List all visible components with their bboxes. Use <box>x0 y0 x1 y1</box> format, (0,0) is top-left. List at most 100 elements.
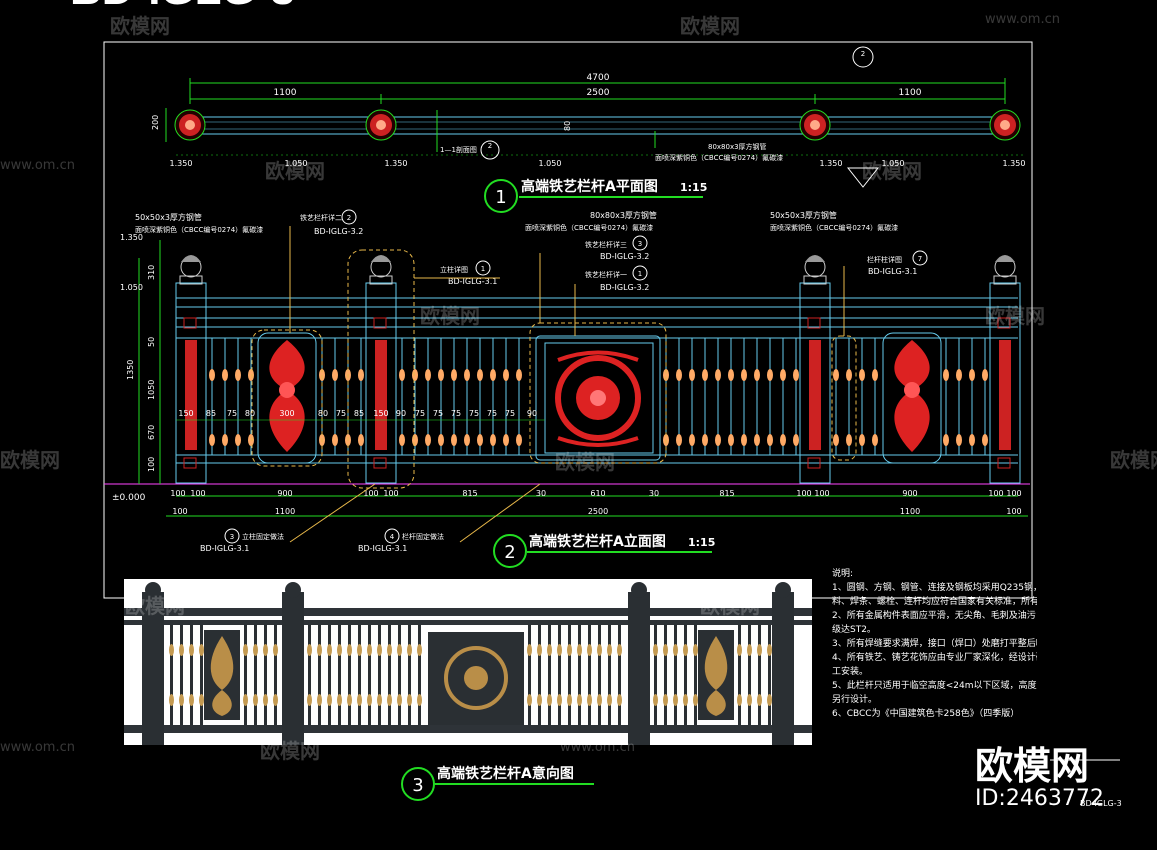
sketch-baluster <box>547 625 552 725</box>
bar-dim-label: 75 <box>451 409 461 418</box>
baluster <box>872 338 878 455</box>
watermark-url-3: www.om.cn <box>420 596 495 611</box>
watermark-brand-11: 欧模网 <box>700 594 760 618</box>
svg-text:立柱详图: 立柱详图 <box>440 265 468 274</box>
sketch-baluster <box>357 625 362 725</box>
elev-level-2: 1.050 <box>120 283 143 292</box>
sketch-title: 高端铁艺栏杆A意向图 <box>437 765 574 782</box>
bottom-dim-label: 100 <box>1006 489 1021 498</box>
elev-vdim-50: 50 <box>147 337 156 347</box>
elevation-title-scale: 1:15 <box>688 536 715 549</box>
sketch-baluster <box>347 625 352 725</box>
baluster <box>358 338 364 455</box>
sketch-baluster <box>179 625 184 725</box>
svg-text:立柱固定做法: 立柱固定做法 <box>242 532 284 541</box>
elev-left-paint: 面喷深紫铜色（CBCC编号0274）氟碳漆 <box>135 225 263 234</box>
elev-right-pipe: 50x50x3厚方钢管 <box>770 210 837 220</box>
plan-level-3: 1.350 <box>385 159 408 168</box>
plan-total-dim: 4700 <box>587 73 610 83</box>
watermark-brand-4: 欧模网 <box>862 159 922 183</box>
sketch-baluster <box>337 625 342 725</box>
bar-dim-label: 80 <box>245 409 255 418</box>
bottom-dim-label: 100 <box>363 489 378 498</box>
notes-line-10: 6、CBCC为《中国建筑色卡258色》（四季版） <box>832 709 1020 719</box>
sketch-baluster <box>767 625 772 725</box>
baluster <box>767 338 773 455</box>
baluster <box>728 338 734 455</box>
baluster <box>859 338 865 455</box>
svg-text:铁艺栏杆详一: 铁艺栏杆详一 <box>585 270 627 279</box>
svg-text:1: 1 <box>638 270 642 278</box>
elev-mid-pipe: 80x80x3厚方钢管 <box>590 210 657 220</box>
elev-level-1: 1.350 <box>120 233 143 242</box>
plan-title-circle <box>484 179 518 213</box>
sketch-baluster <box>199 625 204 725</box>
plan-post-4 <box>989 109 1021 141</box>
baluster <box>846 338 852 455</box>
baluster <box>451 338 457 455</box>
sketch-title-circle <box>401 767 435 801</box>
bottom-dim-label: 900 <box>902 489 917 498</box>
sketch-baluster <box>169 625 174 725</box>
sketch-baluster <box>367 625 372 725</box>
baluster <box>399 338 405 455</box>
watermark-brand-5: 欧模网 <box>420 304 480 328</box>
bottom-dim-label: 2500 <box>588 507 608 516</box>
brand-id: ID:2463772 <box>975 786 1104 811</box>
svg-text:BD-IGLG-3.2: BD-IGLG-3.2 <box>600 252 649 261</box>
plan-top-marker <box>852 46 874 68</box>
bottom-dim-label: 1100 <box>900 507 920 516</box>
bottom-dim-label: 100 <box>170 489 185 498</box>
notes-line-2: 料、焊条、螺栓、连杆均应符合国家有关标准，所有钢材均须除锈。 <box>832 597 1037 607</box>
bottom-dim-label: 100 <box>172 507 187 516</box>
elevation-post-2 <box>365 255 397 484</box>
svg-text:栏杆柱详图: 栏杆柱详图 <box>867 255 902 264</box>
drawing-code-header: BD-IGLG-3 <box>70 0 295 14</box>
notes-block: 说明: 1、圆钢、方钢、钢管、连接及钢板均采用Q235钢，所有金属材 料、焊条、… <box>832 567 1037 721</box>
sketch-baluster <box>693 625 698 725</box>
bar-dim-label: 150 <box>178 409 193 418</box>
bottom-dim-label: 815 <box>462 489 477 498</box>
svg-text:BD-IGLG-3.1: BD-IGLG-3.1 <box>358 544 407 553</box>
bottom-dim-label: 100 <box>190 489 205 498</box>
sketch-post-3 <box>628 592 650 745</box>
bottom-dim-label: 100 <box>383 489 398 498</box>
ornament-panel-left <box>257 332 317 464</box>
svg-text:7: 7 <box>918 255 922 263</box>
watermark-brand-3: 欧模网 <box>265 159 325 183</box>
baluster <box>833 338 839 455</box>
sketch-baluster <box>737 625 742 725</box>
sketch-post-1 <box>142 592 164 745</box>
elev-vdim-670: 670 <box>147 425 156 440</box>
bar-dim-label: 300 <box>279 409 294 418</box>
callout-frame-center <box>529 322 667 464</box>
baluster <box>982 338 988 455</box>
plan-section-ref: 1—1剖面图 <box>440 145 477 154</box>
watermark-brand-12: 欧模网 <box>260 739 320 763</box>
baluster <box>332 338 338 455</box>
sketch-baluster <box>243 625 248 725</box>
svg-text:2: 2 <box>488 142 492 150</box>
svg-text:3: 3 <box>638 240 642 248</box>
plan-title-number: 1 <box>495 187 506 208</box>
watermark-url-5: www.om.cn <box>560 740 635 755</box>
sketch-baluster <box>377 625 382 725</box>
elevation-view: 1.350 1.050 310 1350 1050 670 100 50 ±0.… <box>104 209 1030 553</box>
elevation-post-3 <box>799 255 831 484</box>
notes-line-9: 另行设计。 <box>832 695 878 705</box>
baluster <box>477 338 483 455</box>
bottom-dim-label: 900 <box>277 489 292 498</box>
bottom-dim-label: 815 <box>719 489 734 498</box>
baluster <box>490 338 496 455</box>
sketch-baluster <box>537 625 542 725</box>
plan-level-5: 1.350 <box>820 159 843 168</box>
plan-pipe-note: 80x80x3厚方钢管 <box>708 142 767 151</box>
callout-c: 铁艺栏杆详三 3 BD-IGLG-3.2 <box>539 235 649 323</box>
sketch-baluster <box>567 625 572 725</box>
plan-level-2: 1.050 <box>285 159 308 168</box>
bar-dim-label: 75 <box>227 409 237 418</box>
notes-line-1: 1、圆钢、方钢、钢管、连接及钢板均采用Q235钢，所有金属材 <box>832 583 1037 593</box>
notes-line-8: 5、此栏杆只适用于临空高度<24m以下区域，高度超过24m需 <box>832 681 1037 691</box>
